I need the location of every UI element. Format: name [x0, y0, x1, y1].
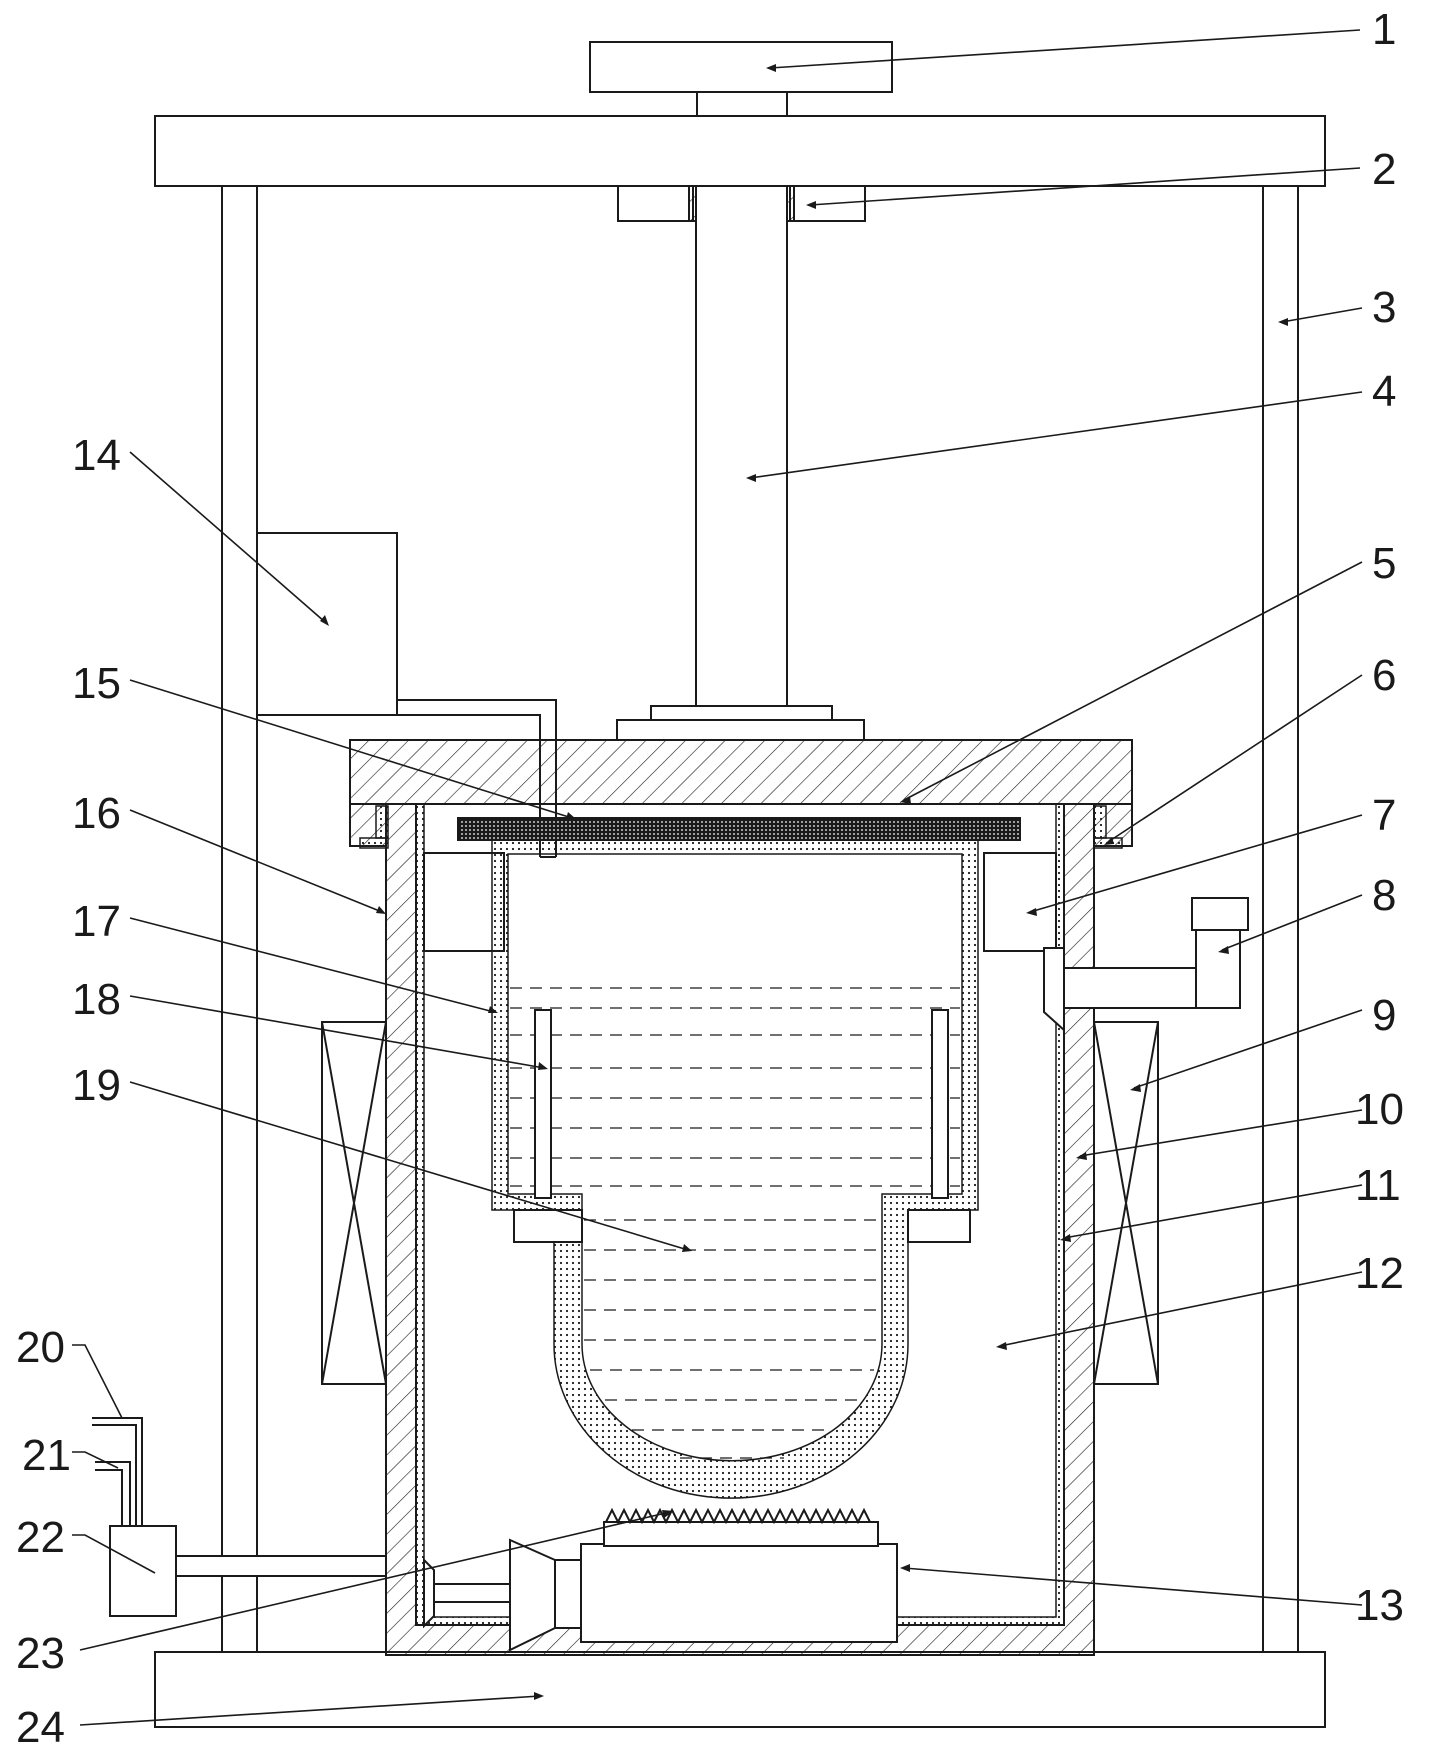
- motor-control-box: [109, 1525, 177, 1617]
- callout-21: 21: [22, 1431, 71, 1480]
- callout-16: 16: [72, 789, 121, 838]
- callout-11: 11: [1355, 1161, 1401, 1210]
- callout-5: 5: [1372, 539, 1396, 588]
- callout-15: 15: [72, 659, 121, 708]
- callout-18: 18: [72, 975, 121, 1024]
- seal-left: [375, 805, 389, 839]
- callout-numbers: 1 2 3 4 5 6 7 8 9 10 11 12 13 14 15 16 1…: [16, 5, 1404, 1746]
- side-shaft: [175, 1555, 387, 1577]
- callout-23: 23: [16, 1629, 65, 1678]
- electrode-rod-right: [931, 1009, 949, 1199]
- induction-coil-right: [1093, 1021, 1159, 1385]
- callout-10: 10: [1355, 1085, 1404, 1134]
- melt-liquid: [510, 987, 960, 1459]
- bottom-drive-unit: [423, 1507, 898, 1652]
- seal-right: [1093, 805, 1107, 839]
- furnace-lid: [349, 739, 1133, 805]
- base-plate: [154, 1651, 1326, 1728]
- insulation-plate: [457, 817, 1021, 841]
- seal-left-lower: [359, 837, 389, 849]
- outlet-pipe: [1043, 897, 1249, 1033]
- induction-coil-left: [321, 1021, 387, 1385]
- gas-pipe-inner: [397, 699, 557, 857]
- callout-1: 1: [1372, 5, 1396, 54]
- callout-6: 6: [1372, 651, 1396, 700]
- callout-22: 22: [16, 1513, 65, 1562]
- leader-arrowheads: [320, 64, 1288, 1700]
- callout-24: 24: [16, 1703, 65, 1746]
- crucible: [491, 839, 979, 1499]
- support-ledge-right: [983, 852, 1057, 952]
- handwheel: [589, 41, 893, 93]
- callout-19: 19: [72, 1061, 121, 1110]
- frame-column-right: [1262, 185, 1299, 1653]
- callout-8: 8: [1372, 871, 1396, 920]
- callout-13: 13: [1355, 1581, 1404, 1630]
- handwheel-hub: [696, 91, 788, 117]
- callout-14: 14: [72, 431, 121, 480]
- callout-17: 17: [72, 897, 121, 946]
- callout-7: 7: [1372, 791, 1396, 840]
- top-crossbeam: [154, 115, 1326, 187]
- control-cables: [92, 1417, 143, 1526]
- callout-12: 12: [1355, 1249, 1404, 1298]
- callout-4: 4: [1372, 367, 1396, 416]
- frame-column-left: [221, 185, 258, 1653]
- rod-flange-upper: [650, 705, 833, 721]
- callout-3: 3: [1372, 283, 1396, 332]
- callout-9: 9: [1372, 991, 1396, 1040]
- callout-20: 20: [16, 1323, 65, 1372]
- crucible-bracket-right: [907, 1209, 971, 1243]
- gas-pipe-outer: [257, 714, 541, 857]
- leader-lines: [72, 29, 1363, 1726]
- rod-flange-lower: [616, 719, 865, 741]
- screw-rod: [695, 185, 788, 707]
- callout-2: 2: [1372, 145, 1396, 194]
- electrode-rod-left: [534, 1009, 552, 1199]
